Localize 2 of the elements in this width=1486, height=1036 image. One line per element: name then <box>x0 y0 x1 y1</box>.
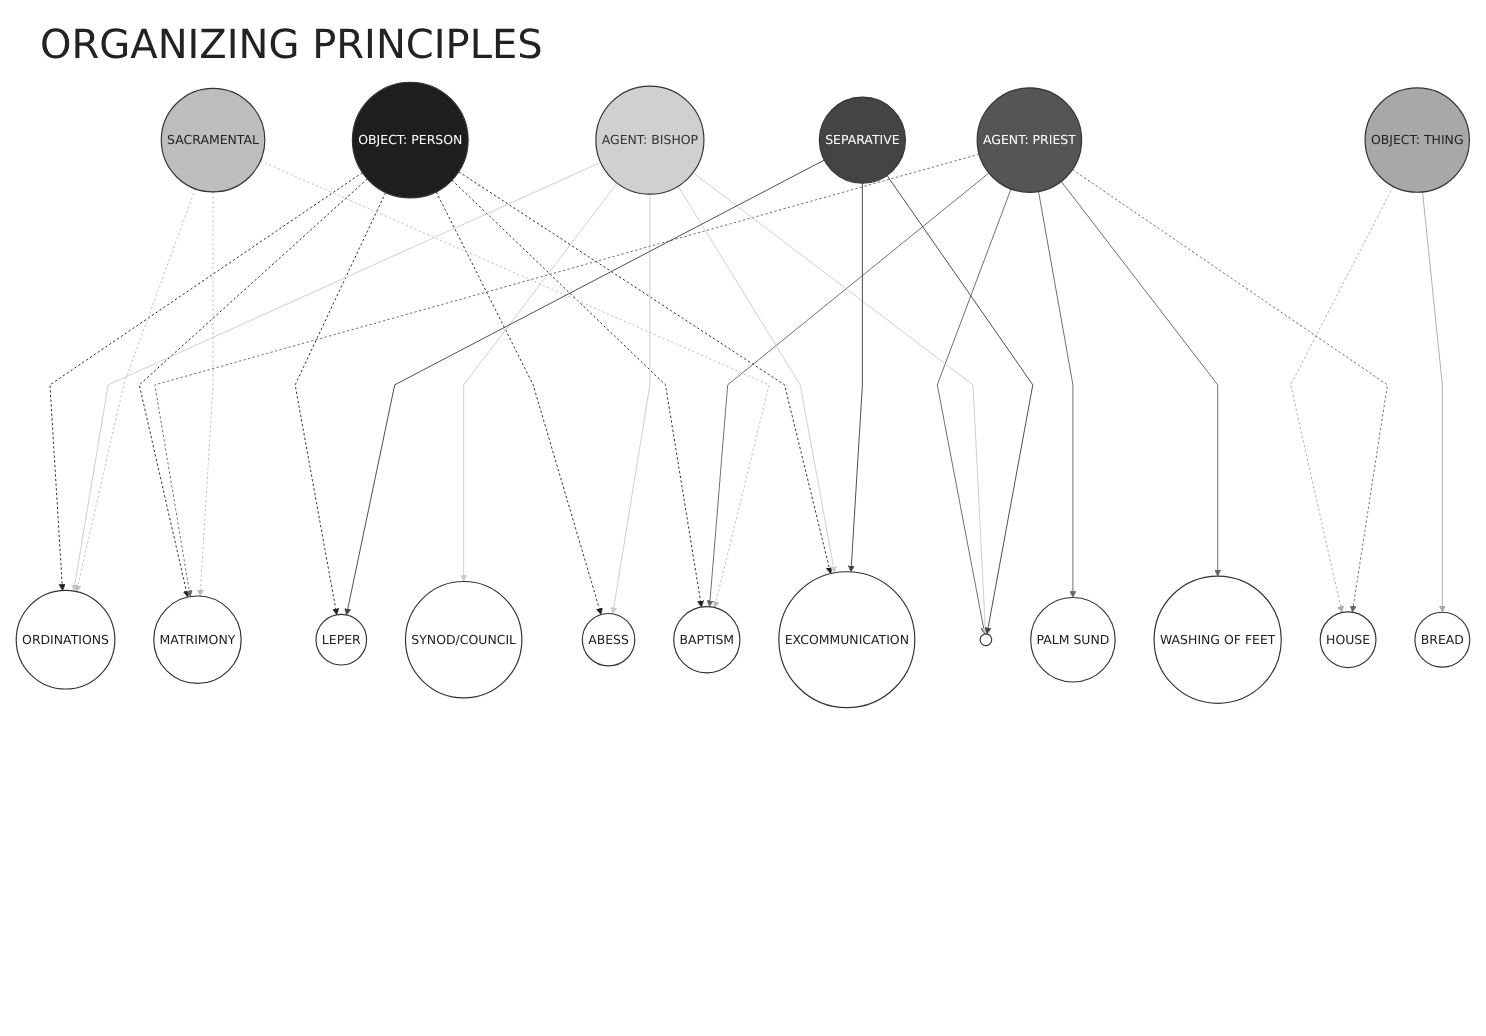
node-circle <box>979 633 993 647</box>
diagram-title: ORGANIZING PRINCIPLES <box>40 20 545 68</box>
